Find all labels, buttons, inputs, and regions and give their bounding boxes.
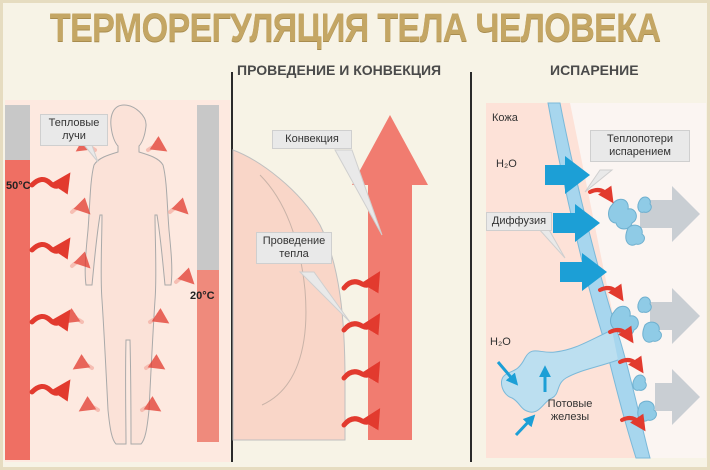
section-title-conduction-convection: ПРОВЕДЕНИЕ И КОНВЕКЦИЯ xyxy=(237,62,442,78)
hot-temperature-bar xyxy=(5,105,30,460)
cool-temperature-label: 20°C xyxy=(190,290,215,302)
h2o-bottom-label: H₂O xyxy=(490,336,511,348)
conduction-arrows xyxy=(341,271,381,431)
vapor-outflow-arrows xyxy=(640,186,700,425)
heat-loss-callout-pointer xyxy=(584,169,614,193)
divider-right xyxy=(470,72,472,462)
evaporation-heat-arrows xyxy=(588,185,646,432)
incoming-heat-arrows xyxy=(29,172,71,402)
conduction-callout-pointer xyxy=(298,271,351,323)
skin-membrane xyxy=(547,102,651,459)
hot-temperature-label: 50°C xyxy=(6,180,31,192)
thermal-rays-label: Тепловые лучи xyxy=(40,114,108,146)
convection-arrow xyxy=(352,115,428,440)
radiation-panel xyxy=(5,100,230,462)
skin-label: Кожа xyxy=(492,112,518,124)
diffusion-arrows xyxy=(545,156,607,291)
h2o-top-label: H₂O xyxy=(496,158,517,170)
diffusion-label: Диффузия xyxy=(486,212,552,231)
cool-temperature-bar xyxy=(197,105,219,442)
divider-left xyxy=(231,72,233,462)
sweat-gland-ducts xyxy=(501,329,619,413)
convection-panel xyxy=(232,115,428,441)
page-title: ТЕРМОРЕГУЛЯЦИЯ ТЕЛА ЧЕЛОВЕКА xyxy=(49,6,661,50)
heat-loss-label: Теплопотери испарением xyxy=(590,130,690,162)
convection-callout-pointer xyxy=(334,149,383,236)
evaporation-panel xyxy=(486,102,706,459)
section-title-evaporation: ИСПАРЕНИЕ xyxy=(550,62,639,78)
conduction-label: Проведение тепла xyxy=(256,232,332,264)
convection-label: Конвекция xyxy=(272,130,352,149)
sweat-flow-arrows xyxy=(496,361,551,437)
sweat-glands-label: Потовые железы xyxy=(547,398,593,423)
shoulder-outline xyxy=(259,174,307,406)
